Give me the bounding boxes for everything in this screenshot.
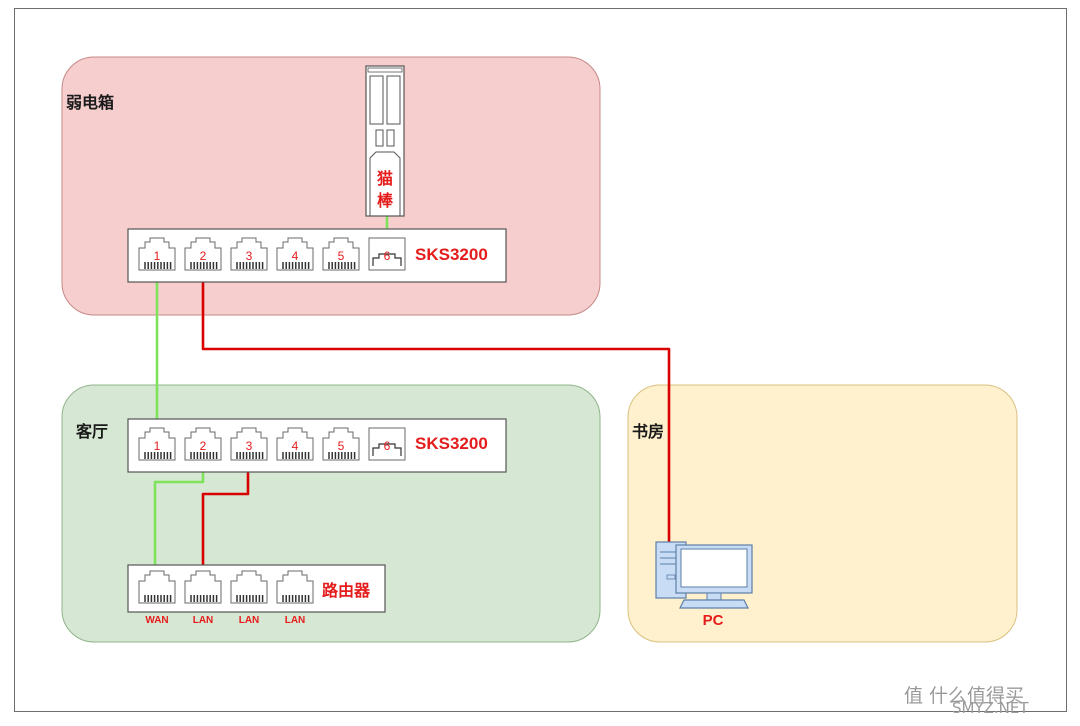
cable-top2-to-pc [201, 258, 671, 545]
switch-top-port-3: 3 [230, 237, 268, 271]
switch-mid-port-number: 5 [338, 439, 345, 453]
switch-mid-port-1: 1 [138, 427, 176, 461]
switch-mid-port-number: 1 [154, 439, 161, 453]
switch-top-port-5: 5 [322, 237, 360, 271]
switch-mid-port-4: 4 [276, 427, 314, 461]
stick-label-line1: 猫 [377, 169, 393, 188]
switch-top: 1 2 3 4 5 6 SKS3200 [127, 228, 507, 283]
switch-top-port-1: 1 [138, 237, 176, 271]
pc: PC [655, 541, 753, 629]
switch-mid-port-3: 3 [230, 427, 268, 461]
router-port-label: LAN [193, 615, 214, 626]
diagram-frame [14, 8, 1067, 712]
zone-study-label: 书房 [632, 422, 664, 441]
switch-top-port-number: 5 [338, 249, 345, 263]
switch-mid-port-number: 6 [384, 439, 391, 453]
switch-mid-port-number: 2 [200, 439, 207, 453]
switch-top-title: SKS3200 [415, 245, 488, 264]
switch-mid-port-6: 6 [368, 427, 406, 461]
watermark-line1: 值 什么值得买 [904, 685, 1024, 707]
router: WAN LAN LAN LAN 路由器 [127, 564, 386, 626]
switch-top-port-number: 1 [154, 249, 161, 263]
switch-top-port-6: 6 [368, 237, 406, 271]
router-port-1: WAN [138, 570, 176, 626]
switch-top-port-number: 4 [292, 249, 299, 263]
router-title: 路由器 [322, 581, 371, 600]
switch-top-port-number: 2 [200, 249, 207, 263]
switch-top-port-2: 2 [184, 237, 222, 271]
router-port-label: LAN [239, 615, 260, 626]
switch-mid-title: SKS3200 [415, 434, 488, 453]
stick-label-line2: 棒 [377, 191, 394, 210]
pc-icon [655, 541, 753, 609]
watermark-line2: SMYZ.NET [952, 699, 1029, 717]
watermark: 值 什么值得买 SMYZ.NET [904, 685, 1029, 717]
router-port-2: LAN [184, 570, 222, 626]
router-port-4: LAN [276, 570, 314, 626]
router-port-label: WAN [145, 615, 168, 626]
switch-mid-port-5: 5 [322, 427, 360, 461]
switch-top-port-number: 3 [246, 249, 253, 263]
switch-mid-port-number: 4 [292, 439, 299, 453]
switch-top-port-4: 4 [276, 237, 314, 271]
router-port-3: LAN [230, 570, 268, 626]
switch-mid: 1 2 3 4 5 6 SKS3200 [127, 418, 507, 473]
stick-module: 猫 棒 [365, 65, 405, 217]
switch-top-port-number: 6 [384, 249, 391, 263]
zone-weak-label: 弱电箱 [66, 93, 114, 112]
switch-mid-port-2: 2 [184, 427, 222, 461]
zone-living-label: 客厅 [76, 422, 108, 441]
pc-label: PC [703, 612, 724, 629]
switch-mid-port-number: 3 [246, 439, 253, 453]
router-port-label: LAN [285, 615, 306, 626]
